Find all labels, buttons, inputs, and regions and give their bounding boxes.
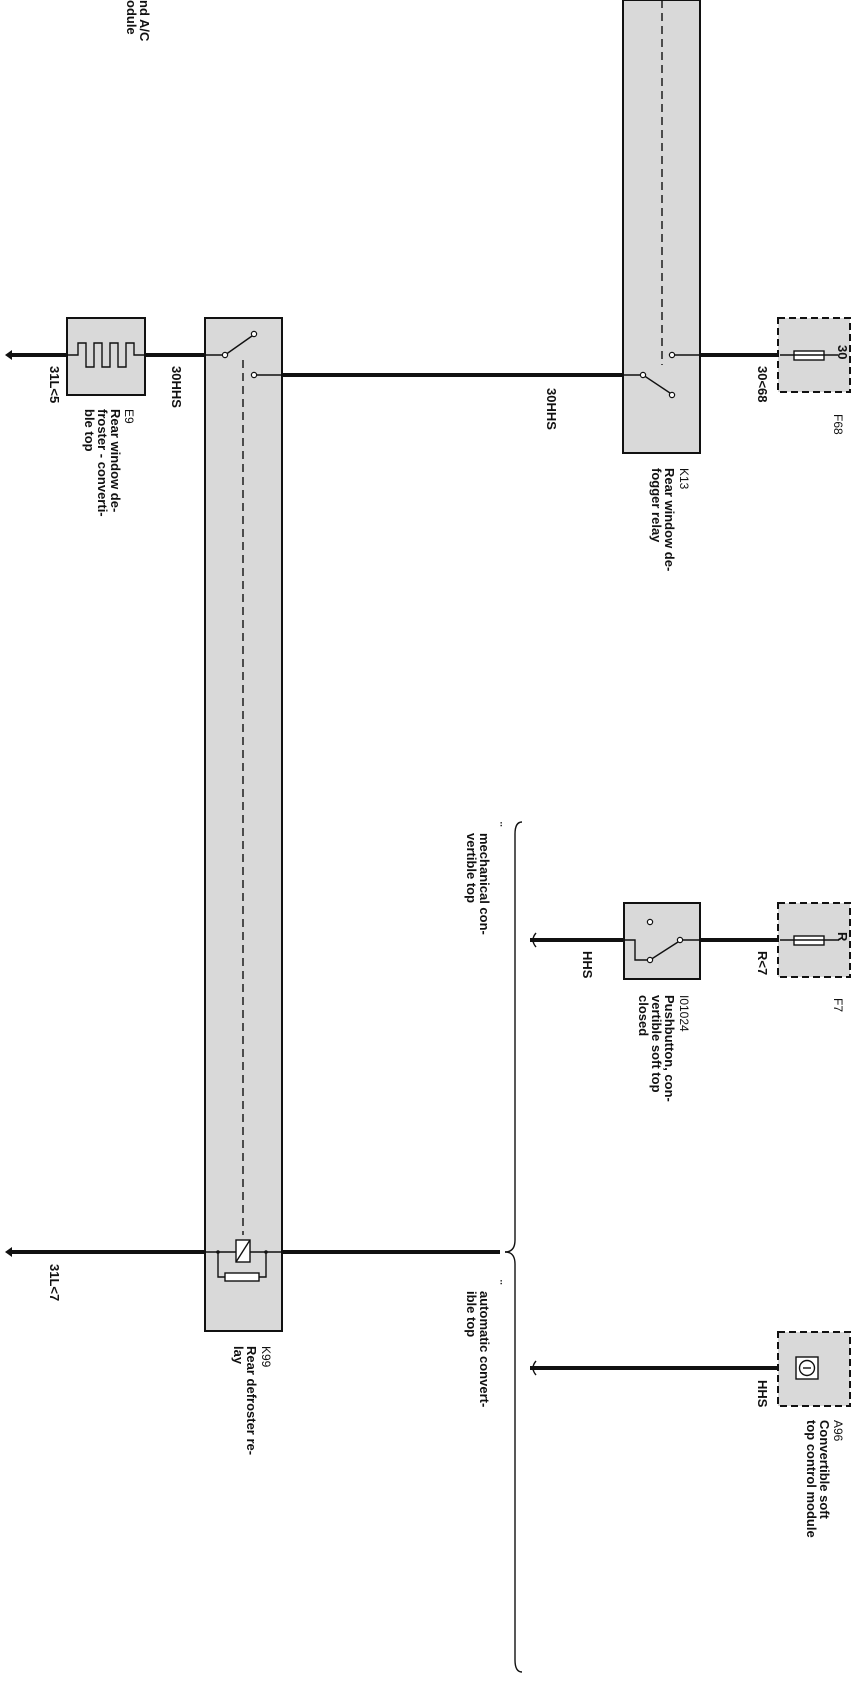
label-hhs-f7: HHS xyxy=(580,951,595,979)
heater-e9-id: E9 xyxy=(122,409,136,424)
pushbutton-i01024-terminal-c xyxy=(646,918,654,926)
pushbutton-i01024-desc-3: closed xyxy=(636,995,651,1036)
heater-e9-element xyxy=(67,342,145,368)
label-hhs-a96: HHS xyxy=(755,1380,770,1408)
variant-mechanical-mark: ¨ xyxy=(490,822,505,827)
relay-k13-terminal-a xyxy=(639,371,647,379)
brace-mechanical xyxy=(504,821,523,1253)
relay-k99-terminal-c xyxy=(250,371,258,379)
relay-k13-terminal-c xyxy=(668,391,676,399)
variant-automatic-mark: ¨ xyxy=(490,1280,505,1285)
module-a96-desc-1: Convertible soft xyxy=(817,1420,832,1520)
variant-automatic-line2: ible top xyxy=(464,1291,479,1337)
relay-k99-terminal-b xyxy=(250,330,258,338)
module-a96: A96 Convertible soft top control module xyxy=(777,1331,851,1538)
variant-brace xyxy=(504,821,537,1673)
pushbutton-i01024: I01024 Pushbutton, con- vertible soft to… xyxy=(623,902,701,1102)
heater-e9: E9 Rear window de- froster - converti- b… xyxy=(66,317,146,517)
relay-k99-node-a xyxy=(216,1250,220,1254)
label-30-68: 30<68 xyxy=(755,366,770,403)
relay-k13: K13 Rear window de- fogger relay xyxy=(622,0,701,571)
relay-k13-terminal-b xyxy=(668,351,676,359)
module-a96-symbol-ring xyxy=(798,1359,816,1377)
cropped-module-label: nd A/C odule xyxy=(124,0,152,42)
relay-k99-contact xyxy=(224,335,253,356)
variant-mechanical-line1: mechanical con- xyxy=(477,833,492,935)
label-31l5: 31L<5 xyxy=(47,366,62,403)
cropped-label-line2: odule xyxy=(124,0,139,35)
pushbutton-i01024-box xyxy=(623,902,701,980)
relay-k13-contact xyxy=(642,374,671,394)
fuse-f7-id: F7 xyxy=(831,998,845,1012)
heater-e9-desc-1: Rear window de- xyxy=(108,409,123,512)
pushbutton-i01024-id: I01024 xyxy=(677,995,691,1032)
label-30hhs-main: 30HHS xyxy=(544,388,559,430)
ground-arrow-31l5 xyxy=(5,350,12,360)
module-a96-box xyxy=(777,1331,851,1407)
relay-k99-desc-1: Rear defroster re- xyxy=(244,1346,259,1455)
label-30hhs-e9: 30HHS xyxy=(169,366,184,408)
pushbutton-i01024-desc-2: vertible soft top xyxy=(649,995,664,1093)
relay-k99-box xyxy=(204,317,283,1332)
relay-k13-desc-2: fogger relay xyxy=(649,468,664,543)
cropped-label-line1: nd A/C xyxy=(137,0,152,42)
relay-k99-resistor-left xyxy=(217,1252,225,1278)
fuse-f68: 30 F68 xyxy=(777,317,851,435)
fuse-f68-pin: 30 xyxy=(835,345,850,359)
variant-automatic-line1: automatic convert- xyxy=(477,1291,492,1407)
relay-k99: K99 Rear defroster re- lay xyxy=(204,317,283,1455)
relay-k99-resistor xyxy=(224,1272,260,1282)
relay-k99-terminal-a xyxy=(221,351,229,359)
relay-k99-desc-2: lay xyxy=(231,1346,246,1365)
module-a96-id: A96 xyxy=(831,1420,845,1442)
relay-k99-resistor-right xyxy=(259,1252,267,1278)
brace-automatic xyxy=(504,1251,523,1673)
fuse-f7: R F7 xyxy=(777,902,851,1012)
relay-k99-coil-diag xyxy=(235,1239,251,1263)
relay-k99-id: K99 xyxy=(259,1346,273,1368)
fuse-f68-id: F68 xyxy=(831,414,845,435)
heater-e9-desc-3: ble top xyxy=(82,409,97,452)
relay-k13-desc-1: Rear window de- xyxy=(662,468,677,571)
pushbutton-i01024-contact xyxy=(649,941,679,961)
label-r7: R<7 xyxy=(755,951,770,975)
stub-a96-wire-end xyxy=(532,1360,537,1376)
pushbutton-i01024-terminal-b xyxy=(676,936,684,944)
fuse-f7-pin: R xyxy=(835,932,850,942)
pushbutton-i01024-out xyxy=(624,939,648,961)
heater-e9-desc-2: froster - converti- xyxy=(95,409,110,517)
relay-k99-node-b xyxy=(264,1250,268,1254)
pushbutton-i01024-terminal-a xyxy=(646,956,654,964)
ground-arrow-31l7 xyxy=(5,1247,12,1257)
stub-f7-wire-end xyxy=(532,932,537,948)
pushbutton-i01024-desc-1: Pushbutton, con- xyxy=(662,995,677,1102)
variant-mechanical-line2: vertible top xyxy=(464,833,479,903)
relay-k13-id: K13 xyxy=(677,468,691,490)
module-a96-desc-2: top control module xyxy=(804,1420,819,1538)
heater-e9-box xyxy=(66,317,146,396)
label-31l7: 31L<7 xyxy=(47,1264,62,1301)
